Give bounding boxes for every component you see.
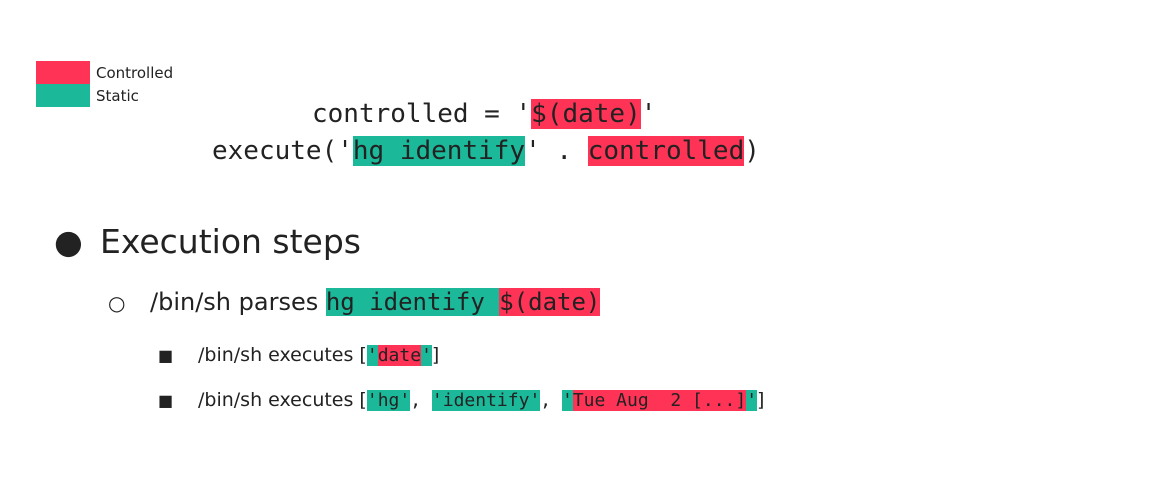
code-text: ' . [525,136,588,166]
static-quote: ' [421,345,432,366]
legend-controlled: Controlled [36,61,173,84]
controlled-date-output: Tue Aug 2 [...] [572,390,747,411]
code-line-1: controlled = '$(date)' [312,95,656,133]
controlled-date-arg: date [377,345,422,366]
separator: , [540,390,562,411]
static-arg-identify: 'identify' [431,390,541,411]
static-segment: hg identify [325,288,500,316]
controlled-var: controlled [587,136,745,166]
controlled-swatch [36,61,90,84]
code-text: ' [640,99,657,129]
bullet-text: /bin/sh executes [ [198,389,367,411]
static-swatch [36,84,90,107]
bullet-text: /bin/sh parses [150,288,326,316]
separator: , [410,390,432,411]
static-arg-hg: 'hg' [366,390,411,411]
bullet-parses: ○ /bin/sh parses hg identify $(date) [108,284,601,321]
legend-static-label: Static [96,86,139,105]
bullet-marker: ○ [108,291,126,315]
bullet-marker: ● [54,222,83,261]
code-text: ) [744,136,760,166]
static-quote: ' [746,390,758,411]
static-quote: ' [366,345,378,366]
controlled-date: $(date) [531,99,641,129]
bullet-text: ] [431,344,440,366]
bullet-text: Execution steps [100,222,362,261]
static-quote: ' [561,390,573,411]
bullet-exec-date: ■/bin/sh executes ['date'] [158,341,439,370]
legend: Controlled Static [36,61,173,107]
static-hg-identify: hg identify [352,136,526,166]
legend-static: Static [36,84,173,107]
code-line-2: execute('hg identify' . controlled) [212,132,760,170]
bullet-marker: ■ [158,391,174,410]
controlled-segment: $(date) [499,288,601,316]
legend-controlled-label: Controlled [96,63,174,82]
bullet-execution-steps: ● Execution steps [54,222,361,262]
bullet-text: /bin/sh executes [ [198,344,367,366]
bullet-marker: ■ [158,346,174,365]
bullet-exec-hg: ■ /bin/sh executes ['hg', 'identify', 'Tu… [158,386,764,415]
bullet-text: ] [757,389,765,411]
code-text: controlled = ' [312,99,532,129]
code-text: execute(' [212,136,353,166]
